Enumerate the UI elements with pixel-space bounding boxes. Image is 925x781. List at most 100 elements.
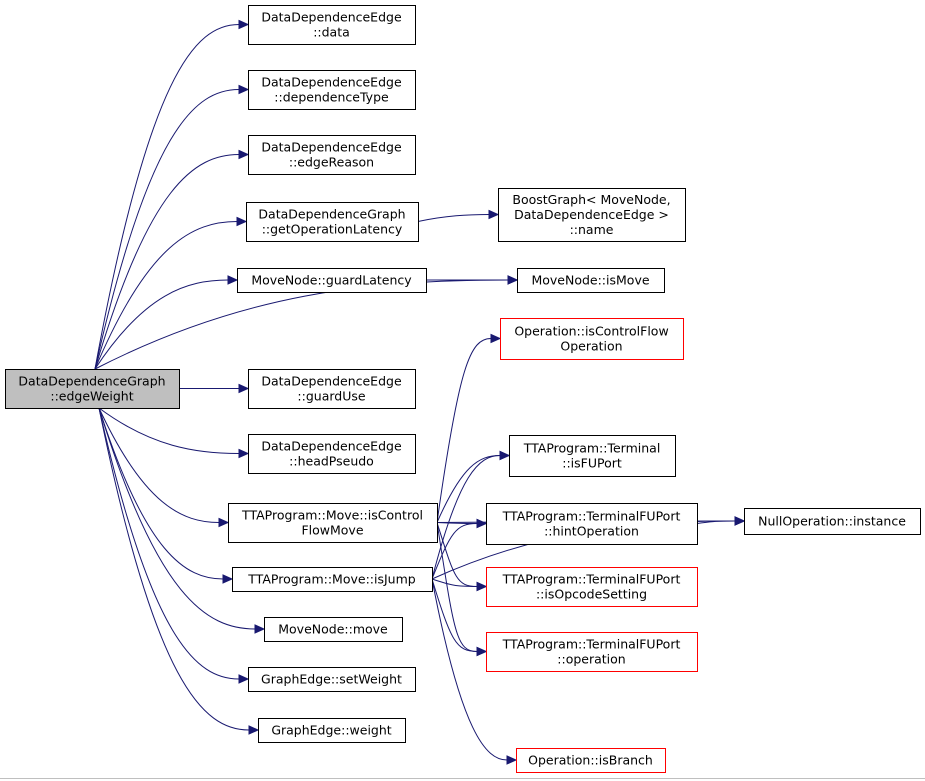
node-box bbox=[248, 369, 416, 409]
edge-root-to-dde-data bbox=[94, 19, 250, 370]
arrowhead-icon bbox=[238, 448, 250, 459]
node-label-line: ::headPseudo bbox=[289, 454, 374, 469]
node-label-line: Operation::isBranch bbox=[528, 753, 653, 768]
node-label-line: ::data bbox=[313, 25, 350, 40]
edge-line bbox=[98, 407, 224, 580]
node-label-line: DataDependenceEdge bbox=[261, 140, 402, 155]
edge-ttm-is-jump-to-tt-is-fuport bbox=[431, 450, 511, 580]
node-label-line: TTAProgram::TerminalFUPort bbox=[502, 509, 681, 524]
arrowhead-icon bbox=[488, 209, 500, 220]
edge-ttm-is-jump-to-tfu-hint-operation bbox=[431, 518, 488, 580]
edge-line bbox=[94, 89, 240, 370]
node-dde-guard-use[interactable]: DataDependenceEdge::guardUse bbox=[248, 369, 416, 409]
node-label-line: Operation bbox=[560, 339, 622, 354]
node-label-line: TTAProgram::Move::isJump bbox=[247, 572, 416, 587]
arrowhead-icon bbox=[476, 518, 488, 529]
node-box bbox=[248, 434, 416, 474]
edge-root-to-dde-guard-use bbox=[179, 383, 250, 394]
node-box bbox=[509, 435, 676, 477]
node-dde-dependence-type[interactable]: DataDependenceEdge::dependenceType bbox=[248, 70, 416, 110]
node-mn-move[interactable]: MoveNode::move bbox=[264, 617, 403, 642]
edge-line bbox=[436, 338, 492, 523]
edge-root-to-ttm-is-jump bbox=[98, 407, 234, 584]
node-ddg-get-operation-latency[interactable]: DataDependenceGraph::getOperationLatency bbox=[246, 202, 419, 242]
node-label-line: DataDependenceGraph bbox=[18, 374, 165, 389]
arrowhead-icon bbox=[238, 84, 250, 95]
edge-root-to-ge-weight bbox=[98, 407, 260, 735]
node-box bbox=[258, 718, 406, 743]
node-dde-data[interactable]: DataDependenceEdge::data bbox=[248, 5, 416, 45]
node-box bbox=[486, 503, 698, 545]
node-box bbox=[517, 268, 665, 293]
node-label-line: DataDependenceEdge bbox=[261, 10, 402, 25]
node-box bbox=[5, 369, 180, 409]
edge-root-to-dde-edge-reason bbox=[94, 149, 250, 370]
node-box bbox=[248, 5, 416, 45]
node-label-line: TTAProgram::TerminalFUPort bbox=[502, 572, 681, 587]
node-box bbox=[744, 508, 921, 535]
node-bg-name[interactable]: BoostGraph< MoveNode,DataDependenceEdge … bbox=[498, 188, 686, 242]
node-mn-guard-latency[interactable]: MoveNode::guardLatency bbox=[237, 268, 427, 293]
node-label-line: FlowMove bbox=[301, 523, 363, 538]
node-box bbox=[228, 503, 438, 543]
arrowhead-icon bbox=[248, 725, 260, 735]
edge-line bbox=[431, 578, 478, 587]
node-tfu-operation[interactable]: TTAProgram::TerminalFUPort::operation bbox=[486, 632, 698, 672]
node-box bbox=[486, 567, 698, 607]
node-box bbox=[248, 667, 416, 692]
node-label-line: TTAProgram::TerminalFUPort bbox=[502, 637, 681, 652]
node-label-line: TTAProgram::Move::isControl bbox=[241, 508, 423, 523]
node-label-line: DataDependenceEdge bbox=[261, 75, 402, 90]
node-label-line: GraphEdge::setWeight bbox=[261, 672, 402, 687]
edge-mn-guard-latency-to-mn-is-move bbox=[426, 275, 519, 285]
edge-line bbox=[94, 221, 238, 370]
node-box bbox=[500, 318, 684, 360]
arrowhead-icon bbox=[506, 755, 518, 765]
edge-ttm-is-jump-to-tfu-is-opcode-setting bbox=[431, 578, 488, 592]
arrowhead-icon bbox=[238, 149, 250, 160]
node-box bbox=[248, 70, 416, 110]
node-label-line: ::operation bbox=[557, 652, 625, 667]
edges-layer bbox=[94, 19, 746, 765]
node-label-line: DataDependenceEdge bbox=[261, 374, 402, 389]
arrowhead-icon bbox=[254, 624, 266, 634]
node-box bbox=[486, 632, 698, 672]
arrowhead-icon bbox=[238, 19, 250, 30]
node-box bbox=[264, 617, 403, 642]
node-nop-instance[interactable]: NullOperation::instance bbox=[744, 508, 921, 535]
node-tfu-hint-operation[interactable]: TTAProgram::TerminalFUPort::hintOperatio… bbox=[486, 503, 698, 545]
node-op-is-branch[interactable]: Operation::isBranch bbox=[516, 748, 666, 773]
node-ttm-is-jump[interactable]: TTAProgram::Move::isJump bbox=[232, 567, 433, 592]
edge-line bbox=[431, 455, 501, 580]
node-label-line: ::isOpcodeSetting bbox=[536, 587, 647, 602]
arrowhead-icon bbox=[238, 674, 250, 684]
node-tt-is-fuport[interactable]: TTAProgram::Terminal::isFUPort bbox=[509, 435, 676, 477]
node-root[interactable]: DataDependenceGraph::edgeWeight bbox=[5, 369, 180, 409]
edge-line bbox=[98, 407, 256, 630]
arrowhead-icon bbox=[476, 646, 488, 657]
edge-line bbox=[431, 578, 478, 652]
edge-tfu-hint-operation-to-nop-instance bbox=[696, 516, 746, 526]
node-box bbox=[248, 135, 416, 175]
arrowhead-icon bbox=[499, 450, 511, 461]
edge-line bbox=[98, 407, 240, 680]
node-label-line: ::edgeReason bbox=[289, 155, 374, 170]
edge-line bbox=[431, 523, 478, 580]
node-label-line: NullOperation::instance bbox=[758, 514, 906, 529]
node-label-line: ::guardUse bbox=[297, 389, 365, 404]
edge-line bbox=[94, 154, 240, 370]
node-ge-weight[interactable]: GraphEdge::weight bbox=[258, 718, 406, 743]
node-dde-head-pseudo[interactable]: DataDependenceEdge::headPseudo bbox=[248, 434, 416, 474]
edge-line bbox=[94, 279, 229, 370]
node-tfu-is-opcode-setting[interactable]: TTAProgram::TerminalFUPort::isOpcodeSett… bbox=[486, 567, 698, 607]
node-label-line: DataDependenceEdge bbox=[261, 439, 402, 454]
node-dde-edge-reason[interactable]: DataDependenceEdge::edgeReason bbox=[248, 135, 416, 175]
edge-root-to-dde-dependence-type bbox=[94, 84, 250, 370]
node-mn-is-move[interactable]: MoveNode::isMove bbox=[517, 268, 665, 293]
node-ge-set-weight[interactable]: GraphEdge::setWeight bbox=[248, 667, 416, 692]
node-label-line: MoveNode::isMove bbox=[531, 273, 649, 288]
bottom-divider bbox=[0, 778, 925, 779]
